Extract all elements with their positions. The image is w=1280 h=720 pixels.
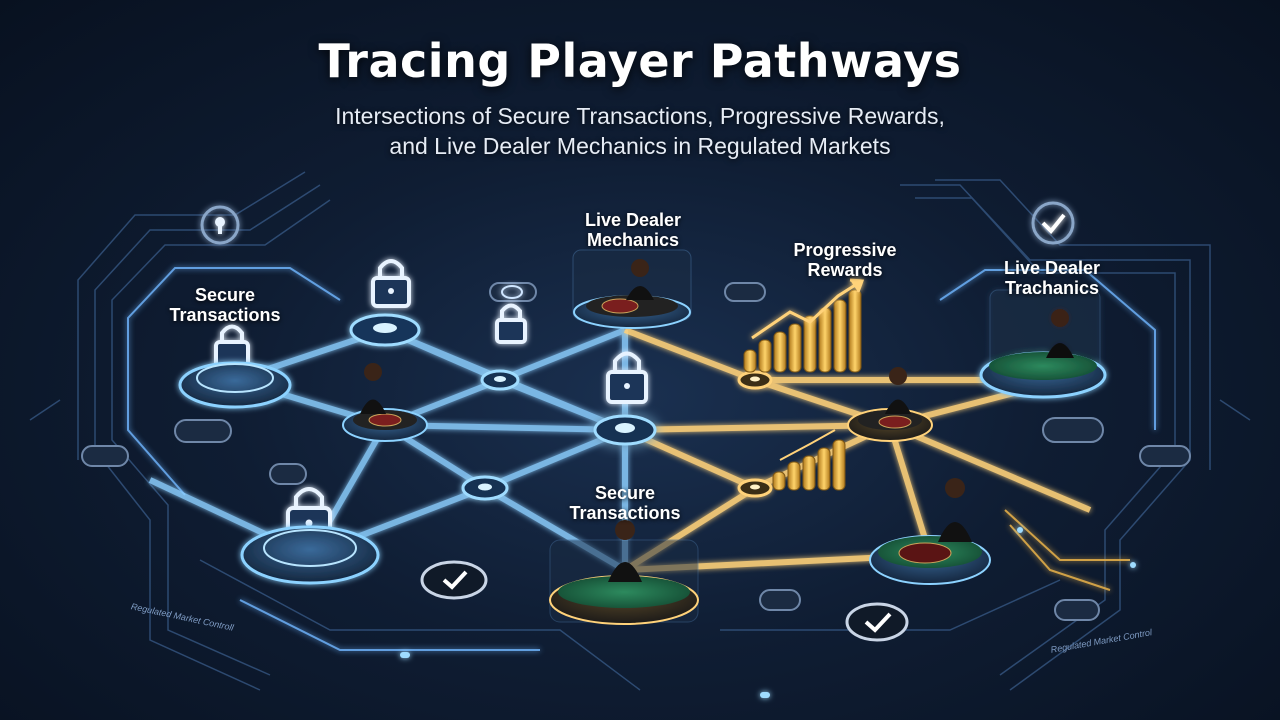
label-line: Trachanics (1004, 278, 1100, 298)
node-gold-mid (737, 370, 773, 390)
label-live-dealer-mechanics: Live Dealer Mechanics (553, 210, 713, 250)
label-line: Rewards (807, 260, 883, 280)
dealer-table-left (342, 363, 428, 442)
lock-icon-center (606, 351, 648, 404)
page-title: Tracing Player Pathways (318, 34, 962, 88)
coin-stacks-lower (772, 439, 846, 491)
dealer-table-far-right (979, 289, 1107, 399)
label-line: Live Dealer (1003, 258, 1101, 278)
lock-icon-upper-mid (495, 303, 527, 344)
label-line: Secure (194, 285, 256, 305)
label-line: Transactions (569, 503, 681, 523)
lock-icons (200, 201, 1075, 542)
reward-trend-arrow-lower (779, 429, 836, 461)
node-center (593, 414, 657, 446)
blue-blips (400, 527, 1136, 698)
dealer-table-bottom (549, 520, 699, 625)
node-top-left (349, 313, 421, 347)
dealer-table-bottom-right (869, 478, 991, 585)
page-subtitle-line1: Intersections of Secure Transactions, Pr… (335, 103, 945, 129)
platform-secure-bottom-left (240, 525, 380, 585)
label-line: Transactions (169, 305, 281, 325)
check-badges (420, 285, 909, 642)
node-left-mid (480, 369, 520, 391)
label-line: Mechanics (586, 230, 680, 250)
label-line: Secure (594, 483, 656, 503)
node-gold-low (737, 478, 773, 498)
platform-secure-left (178, 361, 292, 409)
reward-trend-arrow (751, 278, 865, 340)
junction-nodes (349, 313, 773, 501)
page-subtitle-line2: and Live Dealer Mechanics in Regulated M… (389, 133, 891, 159)
circuit-gold (1004, 509, 1130, 591)
check-badge-bottom-right (845, 602, 909, 642)
badge-pills (81, 282, 1191, 621)
label-live-dealer-trachanics: Live Dealer Trachanics (972, 258, 1132, 298)
dealer-table-right-mid (847, 367, 933, 442)
check-badge-bottom-left (420, 560, 488, 600)
node-low-left (461, 475, 509, 501)
label-line: Progressive (793, 240, 897, 260)
check-icon-top-right (1031, 201, 1075, 245)
lock-icon-top (371, 259, 411, 308)
check-badge-top (501, 285, 523, 299)
coin-stacks-upper (743, 289, 862, 373)
circuit-traces-bright (127, 267, 1156, 651)
dealer-table-top (572, 249, 692, 329)
lock-icon-top-left (200, 205, 240, 245)
label-secure-transactions-left: Secure Transactions (145, 285, 305, 325)
circuit-traces (29, 171, 1251, 691)
label-progressive-rewards: Progressive Rewards (765, 240, 925, 280)
label-secure-transactions-bottom: Secure Transactions (545, 483, 705, 523)
label-line: Live Dealer (584, 210, 682, 230)
